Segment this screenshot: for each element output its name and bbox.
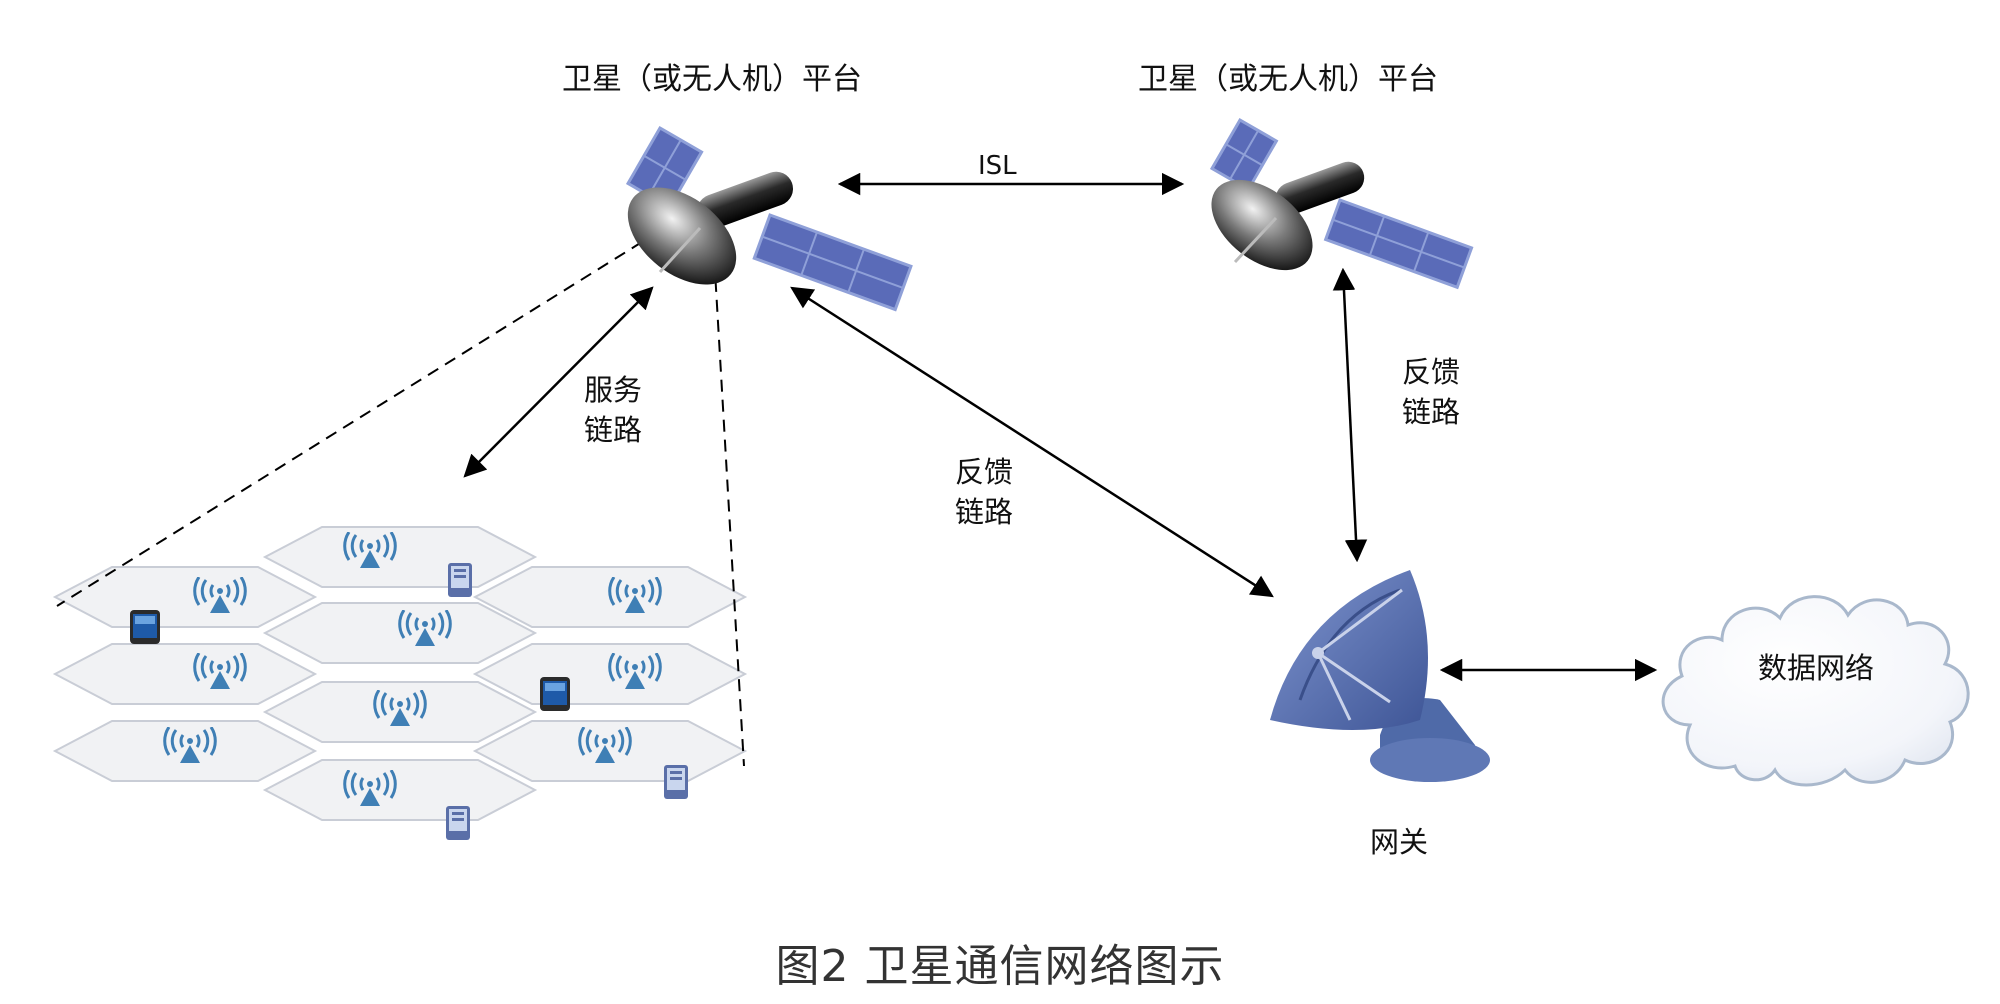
tablet-icon bbox=[540, 677, 570, 711]
platform-right-label: 卫星（或无人机）平台 bbox=[1138, 62, 1438, 97]
tablet-icon bbox=[130, 610, 160, 644]
satellite-right-icon bbox=[1209, 117, 1474, 290]
link-arrows bbox=[463, 172, 1658, 682]
gateway-label: 网关 bbox=[1370, 825, 1429, 859]
isl-label: ISL bbox=[978, 151, 1017, 181]
phone-icon bbox=[446, 806, 470, 840]
service-link-arrow bbox=[463, 286, 654, 478]
feedback-link-arrow-right bbox=[1332, 267, 1368, 563]
phone-icon bbox=[448, 563, 472, 597]
feedback-link-arrow-left bbox=[790, 286, 1274, 598]
gateway-dish-icon bbox=[1270, 570, 1490, 782]
hex-cell bbox=[52, 643, 318, 705]
hex-cell bbox=[52, 566, 318, 628]
hex-cell bbox=[472, 720, 748, 782]
hex-cell bbox=[262, 526, 538, 588]
hex-cell bbox=[262, 759, 538, 821]
coverage-cells bbox=[52, 526, 748, 821]
cloud-icon bbox=[1661, 595, 1970, 787]
data-network-label: 数据网络 bbox=[1758, 651, 1875, 685]
feedback-link-label-right: 反馈 链路 bbox=[1402, 355, 1461, 429]
platform-left-label: 卫星（或无人机）平台 bbox=[562, 62, 862, 97]
service-link-label: 服务 链路 bbox=[584, 373, 643, 447]
hex-cell bbox=[52, 720, 318, 782]
figure-caption: 图2 卫星通信网络图示 bbox=[775, 941, 1225, 992]
phone-icon bbox=[664, 765, 688, 799]
feedback-link-label-mid: 反馈 链路 bbox=[955, 455, 1014, 529]
coverage-beam bbox=[56, 219, 745, 767]
satellite-left-icon bbox=[625, 125, 913, 312]
